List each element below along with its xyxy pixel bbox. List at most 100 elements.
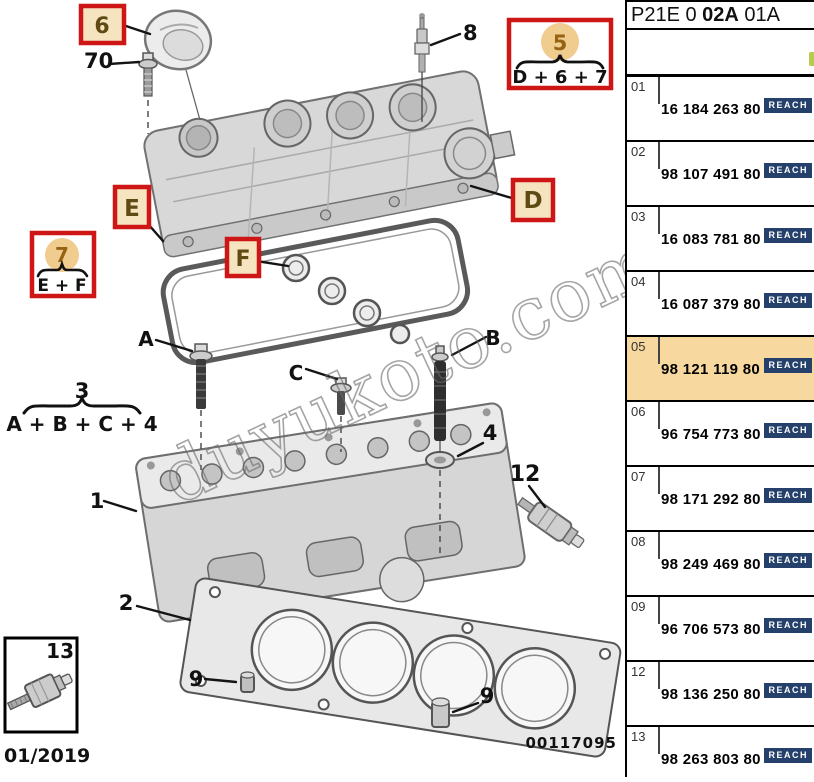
catalog-code-prefix: P21E 0	[631, 3, 703, 26]
part-number: 98 107 491 80	[661, 166, 761, 183]
cropped-icon	[809, 52, 814, 66]
hotspot-5-number: 5	[553, 31, 568, 55]
part-row-02[interactable]: 02 98 107 491 80 REACH	[627, 142, 814, 207]
glow-plug	[414, 13, 430, 122]
callout-70: 70	[84, 49, 113, 73]
part-number: 16 083 781 80	[661, 231, 761, 248]
figure-number: 00117095	[526, 734, 618, 752]
reach-badge[interactable]: REACH	[764, 618, 812, 633]
head-bolt-c	[330, 377, 352, 452]
leader-lines	[102, 23, 547, 714]
group-3-formula: A + B + C + 4	[6, 412, 157, 436]
group-formula-3: 3 A + B + C + 4	[6, 379, 157, 436]
reach-badge[interactable]: REACH	[764, 748, 812, 763]
part-number: 98 136 250 80	[661, 686, 761, 703]
part-number: 98 249 469 80	[661, 556, 761, 573]
reach-badge[interactable]: REACH	[764, 293, 812, 308]
reach-badge[interactable]: REACH	[764, 358, 812, 373]
ref-number: 09	[631, 599, 646, 614]
hotspot-5-formula: D + 6 + 7	[512, 67, 607, 88]
hotspot-e[interactable]: E	[112, 184, 152, 230]
ref-number: 03	[631, 209, 646, 224]
part-number: 98 121 119 80	[661, 361, 760, 378]
part-row-09[interactable]: 09 96 706 573 80 REACH	[627, 597, 814, 662]
inset-part-13	[6, 673, 73, 711]
part-number: 96 706 573 80	[661, 621, 761, 638]
hotspot-d[interactable]: D	[510, 177, 556, 223]
brace-5	[515, 54, 605, 70]
head-bolt-a	[189, 343, 213, 470]
reach-badge[interactable]: REACH	[764, 488, 812, 503]
engine-parts-diagram: 70 8 A C B 4 12 1 2 9 9 13 01/2019 00117…	[3, 3, 671, 767]
head-stud-b	[425, 345, 455, 558]
ref-number: 08	[631, 534, 646, 549]
callout-9a: 9	[189, 667, 204, 691]
hotspot-d-label: D	[523, 188, 542, 214]
dowel-9	[431, 697, 450, 728]
part-row-03[interactable]: 03 16 083 781 80 REACH	[627, 207, 814, 272]
inset-box-13	[3, 636, 79, 734]
reach-badge[interactable]: REACH	[764, 98, 812, 113]
table-spacer-row	[627, 30, 814, 77]
callout-2: 2	[119, 591, 134, 615]
hotspot-6[interactable]: 6	[78, 3, 127, 46]
ref-number: 07	[631, 469, 646, 484]
part-row-05-selected[interactable]: 05 98 121 119 80 REACH	[627, 337, 814, 402]
ref-number: 13	[631, 729, 646, 744]
part-row-12[interactable]: 12 98 136 250 80 REACH	[627, 662, 814, 727]
hotspot-7-formula: E + F	[37, 276, 86, 296]
callout-8: 8	[463, 21, 478, 45]
callout-9b: 9	[480, 684, 495, 708]
reach-badge[interactable]: REACH	[764, 683, 812, 698]
brace-3	[22, 393, 142, 415]
hotspot-group-7[interactable]: 7 E + F	[29, 230, 97, 299]
part-number: 98 263 803 80	[661, 751, 761, 768]
part-row-08[interactable]: 08 98 249 469 80 REACH	[627, 532, 814, 597]
ref-number: 02	[631, 144, 646, 159]
callout-a: A	[138, 327, 154, 351]
bolt-70	[138, 52, 158, 134]
hotspot-group-5[interactable]: 5 D + 6 + 7	[506, 17, 614, 91]
reach-badge[interactable]: REACH	[764, 228, 812, 243]
reach-badge[interactable]: REACH	[764, 553, 812, 568]
inset-date: 01/2019	[4, 745, 90, 767]
catalog-code-bold: 02A	[702, 3, 739, 26]
callout-c: C	[289, 361, 304, 385]
callout-1: 1	[90, 489, 105, 513]
valve-cover-gasket	[160, 217, 471, 366]
camshaft-seal-rings	[281, 253, 411, 345]
head-gasket	[179, 577, 622, 758]
hotspot-6-label: 6	[94, 14, 109, 39]
group-3-number: 3	[75, 379, 90, 403]
solenoid-valve-12	[517, 496, 585, 549]
part-row-06[interactable]: 06 96 754 773 80 REACH	[627, 402, 814, 467]
parts-table-panel: P21E 0 02A 01A 01 16 184 263 80 REACH 02…	[625, 0, 814, 777]
callout-4: 4	[483, 421, 498, 445]
catalog-code-suffix: 01A	[738, 3, 781, 26]
part-row-07[interactable]: 07 98 171 292 80 REACH	[627, 467, 814, 532]
ref-number: 12	[631, 664, 646, 679]
hotspot-f[interactable]: F	[224, 236, 262, 279]
callout-b: B	[485, 326, 500, 350]
part-number: 16 087 379 80	[661, 296, 761, 313]
callout-13: 13	[46, 639, 74, 663]
cylinder-head-exploded-view: 70 8 A C B 4 12 1 2 9 9 13 01/2019 00117…	[3, 3, 671, 767]
part-number: 96 754 773 80	[661, 426, 761, 443]
ref-number: 06	[631, 404, 646, 419]
hotspot-e-label: E	[124, 196, 140, 222]
part-row-13[interactable]: 13 98 263 803 80 REACH	[627, 727, 814, 777]
catalog-code: P21E 0 02A 01A	[627, 2, 814, 30]
plug-9	[240, 671, 255, 693]
brace-7	[36, 259, 89, 278]
hotspot-7-number: 7	[55, 243, 69, 267]
callout-12: 12	[510, 462, 541, 487]
reach-badge[interactable]: REACH	[764, 163, 812, 178]
part-row-01[interactable]: 01 16 184 263 80 REACH	[627, 77, 814, 142]
reach-badge[interactable]: REACH	[764, 423, 812, 438]
ref-number: 04	[631, 274, 646, 289]
ref-number: 05	[631, 339, 646, 354]
part-number: 16 184 263 80	[661, 101, 761, 118]
part-row-04[interactable]: 04 16 087 379 80 REACH	[627, 272, 814, 337]
ref-number: 01	[631, 79, 646, 94]
part-number: 98 171 292 80	[661, 491, 761, 508]
